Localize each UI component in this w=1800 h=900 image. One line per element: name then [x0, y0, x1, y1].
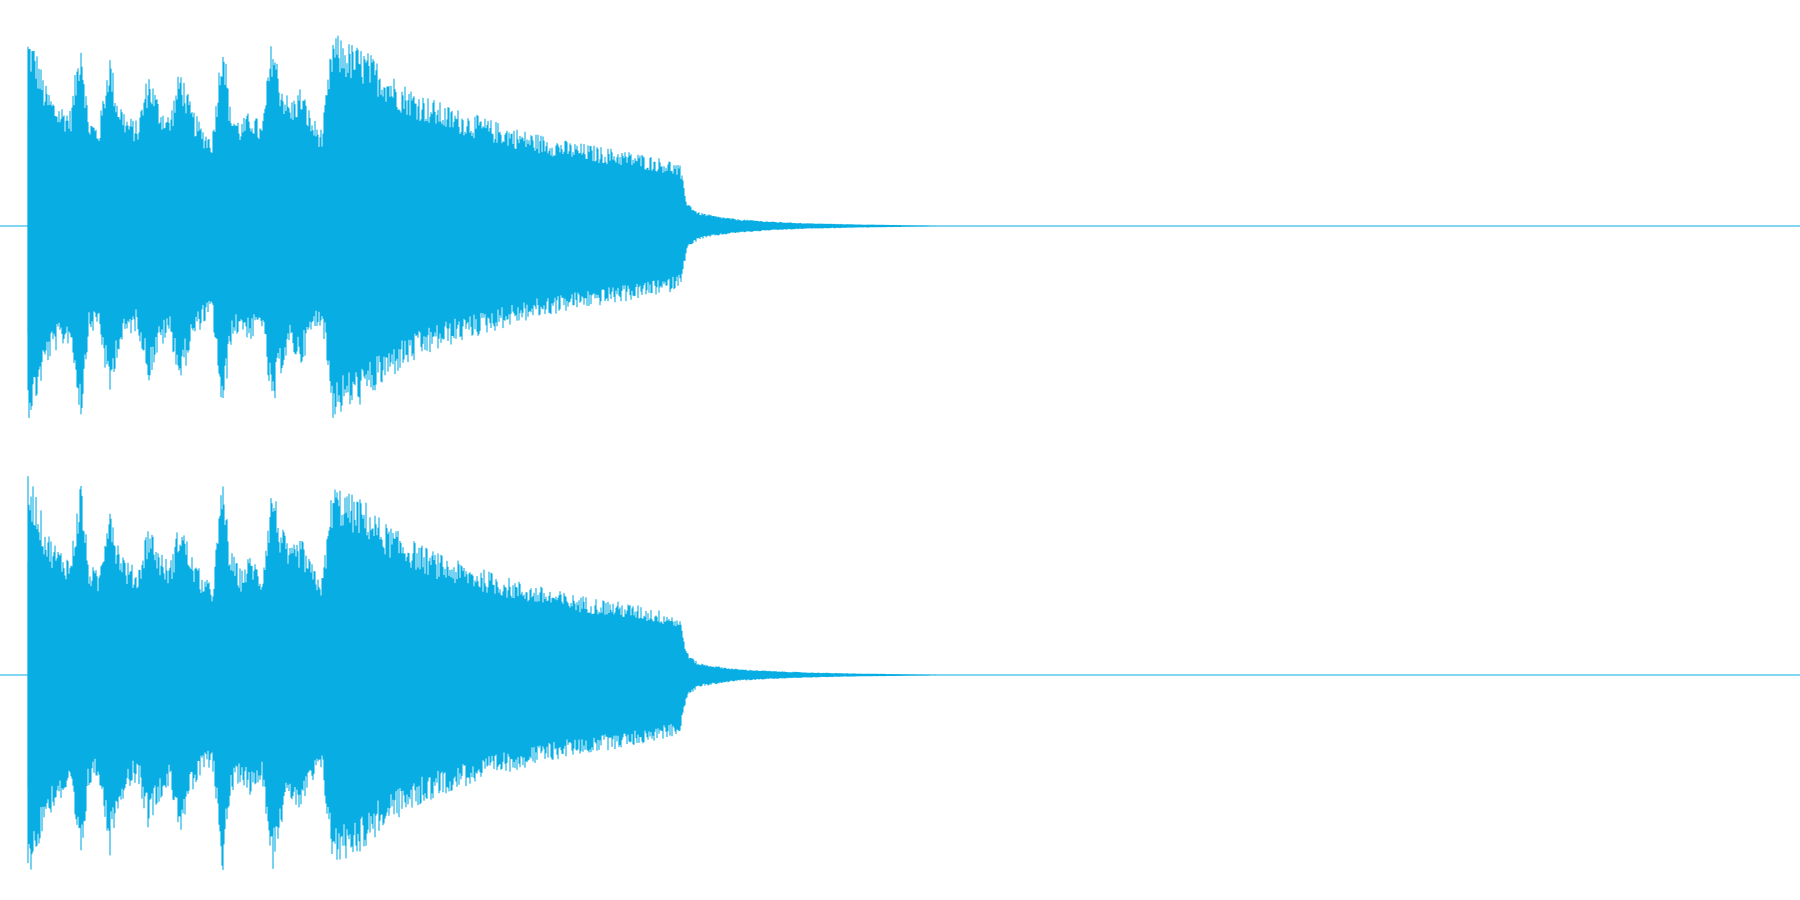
channel-right-body: [27, 562, 977, 788]
channel-left-waveform: [0, 35, 1800, 418]
channel-left-body: [27, 116, 977, 336]
channel-right-waveform: [0, 476, 1800, 870]
